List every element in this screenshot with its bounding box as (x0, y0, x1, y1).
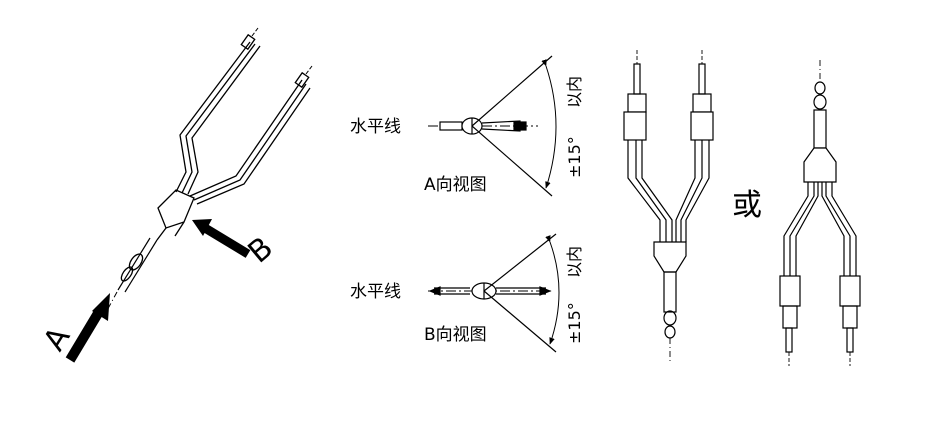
within-label-b: 以内 (565, 246, 584, 278)
view-a-drawing (428, 55, 557, 197)
arrow-b (192, 219, 251, 258)
arrow-a (65, 293, 110, 363)
arrow-b-label: B (242, 230, 280, 270)
angle-label-b: ±15° (565, 302, 584, 344)
sensor-orientation-1 (623, 50, 714, 362)
horizontal-line-label-b: 水平线 (350, 282, 401, 302)
horizontal-line-label-a: 水平线 (350, 117, 401, 137)
view-b-title: B向视图 (424, 325, 487, 345)
view-b-drawing (428, 233, 560, 353)
y-branch-sensor-perspective (103, 27, 313, 317)
view-a-title: A向视图 (424, 175, 487, 195)
or-label: 或 (732, 188, 762, 223)
sensor-orientation-2 (779, 60, 861, 366)
within-label-a: 以内 (565, 76, 584, 108)
angle-label-a: ±15° (565, 136, 584, 178)
